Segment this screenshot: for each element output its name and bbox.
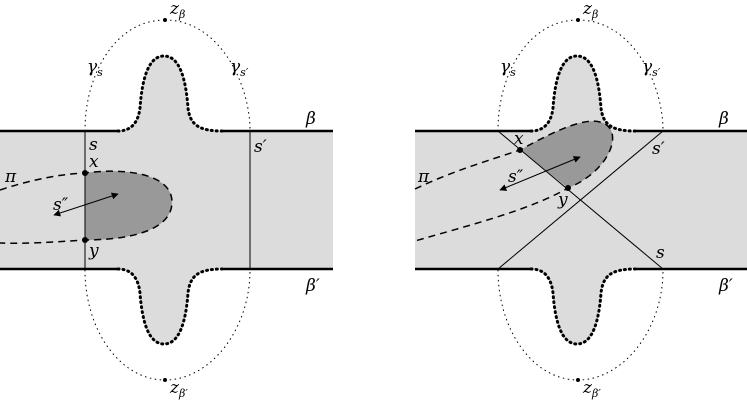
left-label-z-top: zβ	[169, 0, 185, 21]
left-top-bump-boundary	[116, 54, 224, 133]
left-label-y: y	[88, 241, 99, 261]
left-label-beta: β	[305, 109, 316, 129]
left-label-pi: π	[4, 167, 17, 187]
right-label-y: y	[557, 190, 568, 210]
right-segment-s-prime	[497, 130, 664, 270]
left-label-s: s	[89, 135, 98, 155]
right-label-pi: π	[417, 167, 430, 187]
left-pi-curve-upper	[0, 170, 173, 245]
right-point-y	[565, 185, 571, 191]
left-label-gamma-s-prime: γs′	[230, 57, 249, 79]
left-label-z-bottom: zβ′	[169, 378, 188, 400]
right-point-z-top	[576, 18, 580, 22]
left-arrow-s-double-prime	[53, 192, 119, 217]
right-label-s: s	[656, 243, 665, 263]
left-point-y	[82, 237, 88, 243]
right-point-x	[517, 147, 523, 153]
right-label-z-top: zβ	[582, 0, 598, 21]
right-panel: zβ γs γs′ x s′ β π s″ y s β′ zβ′	[414, 0, 747, 400]
right-top-bump-boundary	[529, 54, 637, 133]
right-label-s-double-prime: s″	[508, 167, 524, 187]
left-label-s-double-prime: s″	[53, 195, 69, 215]
left-point-x	[82, 170, 88, 176]
right-label-x: x	[514, 129, 524, 149]
left-point-z-top	[163, 18, 167, 22]
left-bottom-bump-boundary	[116, 267, 224, 346]
right-point-z-bottom	[576, 378, 580, 382]
right-label-s-prime: s′	[652, 139, 665, 159]
left-label-x: x	[89, 152, 99, 172]
left-point-z-bottom	[163, 378, 167, 382]
left-panel: zβ γs γs′ s s′ β β′ x y π s″ zβ′	[0, 0, 333, 400]
right-label-beta-prime: β′	[718, 276, 733, 296]
right-label-gamma-s: γs	[500, 57, 516, 79]
left-label-beta-prime: β′	[305, 276, 320, 296]
right-arrow-s-double-prime	[499, 156, 581, 191]
right-bottom-bump-boundary	[529, 267, 637, 346]
right-label-gamma-s-prime: γs′	[642, 57, 661, 79]
right-label-z-bottom: zβ′	[582, 378, 601, 400]
right-pi-curve-upper	[414, 120, 614, 242]
left-dark-region	[85, 171, 172, 240]
left-label-s-prime: s′	[254, 137, 267, 157]
right-label-beta: β	[718, 109, 729, 129]
left-label-gamma-s: γs	[87, 57, 103, 79]
